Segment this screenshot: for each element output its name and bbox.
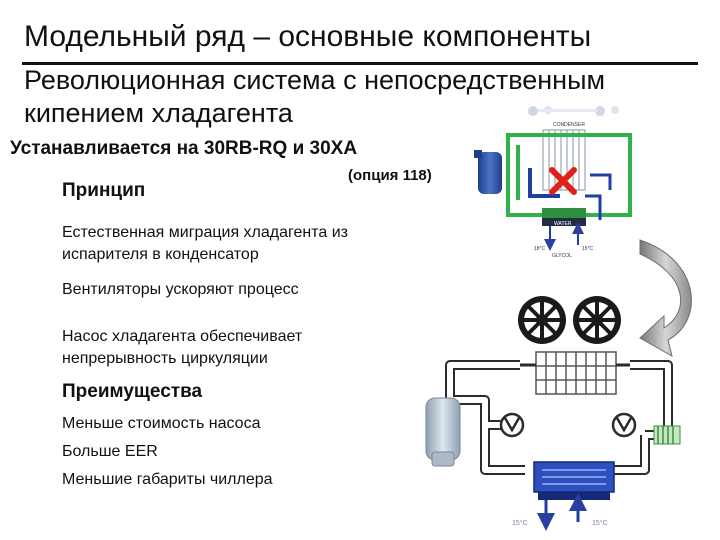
top-diagram: CONDENSER WATER 18°C	[474, 106, 632, 259]
glycol-label: GLYCOL	[552, 253, 572, 259]
bottom-left-temp: 15°C	[512, 519, 528, 527]
install-line: Устанавливается на 30RB-RQ и 30XA	[10, 138, 358, 159]
fan-icon	[573, 296, 621, 344]
close-icon	[549, 167, 577, 195]
advantage-item-1: Меньше стоимость насоса	[62, 415, 261, 432]
valve-icon	[611, 412, 637, 438]
advantages-heading: Преимущества	[62, 381, 203, 402]
fan-icon	[518, 296, 566, 344]
condenser-label: CONDENSER	[553, 122, 585, 128]
evaporator-block	[533, 461, 615, 500]
filter-icon	[653, 425, 681, 445]
principle-item-2: Вентиляторы ускоряют процесс	[62, 281, 299, 298]
advantage-item-2: Больше EER	[62, 443, 158, 460]
bottom-diagram: 15°C 15°C	[425, 296, 681, 531]
principle-item-3: Насос хладагента обеспечивает непрерывно…	[62, 328, 303, 367]
page-subtitle: Революционная система с непосредственным…	[24, 65, 606, 128]
valve-icon	[499, 412, 525, 438]
bottom-right-temp: 15°C	[592, 519, 608, 527]
curved-arrow-icon	[639, 239, 692, 358]
condenser-coil	[535, 351, 617, 395]
fan-icon	[528, 106, 619, 116]
top-left-temp: 18°C	[534, 246, 546, 252]
advantage-item-3: Меньшие габариты чиллера	[62, 471, 273, 488]
principle-item-1: Естественная миграция хладагента из испа…	[62, 224, 348, 263]
water-label: WATER	[554, 221, 572, 227]
pump-tank-icon	[425, 397, 461, 467]
top-right-temp: 15°C	[582, 246, 594, 252]
pump-tank-icon	[478, 152, 502, 194]
page-title: Модельный ряд – основные компоненты	[24, 20, 592, 53]
principle-heading: Принцип	[62, 180, 146, 201]
option-label: (опция 118)	[348, 167, 432, 184]
title-divider	[22, 62, 698, 65]
